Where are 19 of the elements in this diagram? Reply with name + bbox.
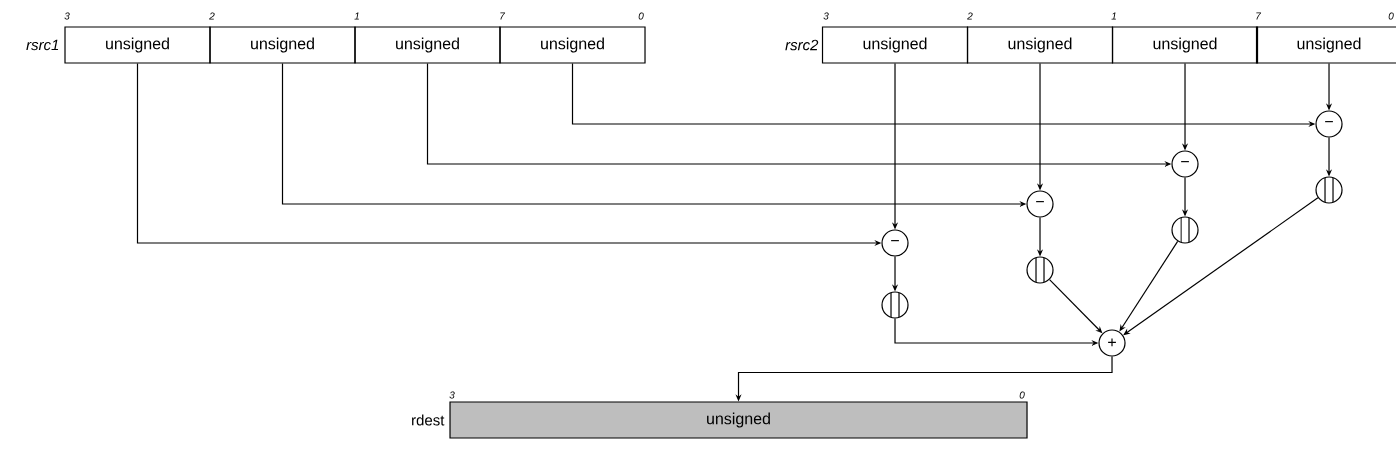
register-field: unsigned [821,26,969,64]
bit-number: 7 [500,12,506,20]
register-field: unsigned [499,26,646,64]
absolute-value-circle [881,291,909,319]
destination-register: unsigned [449,401,1028,439]
bit-number: 1 [1111,12,1116,20]
register-field: unsigned [64,26,211,64]
register-field: unsigned [354,26,501,64]
bit-number: 7 [1256,12,1262,20]
absolute-value-circle [1171,216,1199,244]
bit-number: 2 [209,12,215,20]
absolute-value-circle [1315,176,1343,204]
register-field: unsigned [209,26,356,64]
bit-number: 2 [967,12,973,20]
bit-number: 1 [354,12,359,20]
register-field: unsigned [1255,26,1396,64]
register-field: unsigned [966,26,1114,64]
absolute-value-circle [1026,256,1054,284]
register-field: unsigned [1111,26,1259,64]
